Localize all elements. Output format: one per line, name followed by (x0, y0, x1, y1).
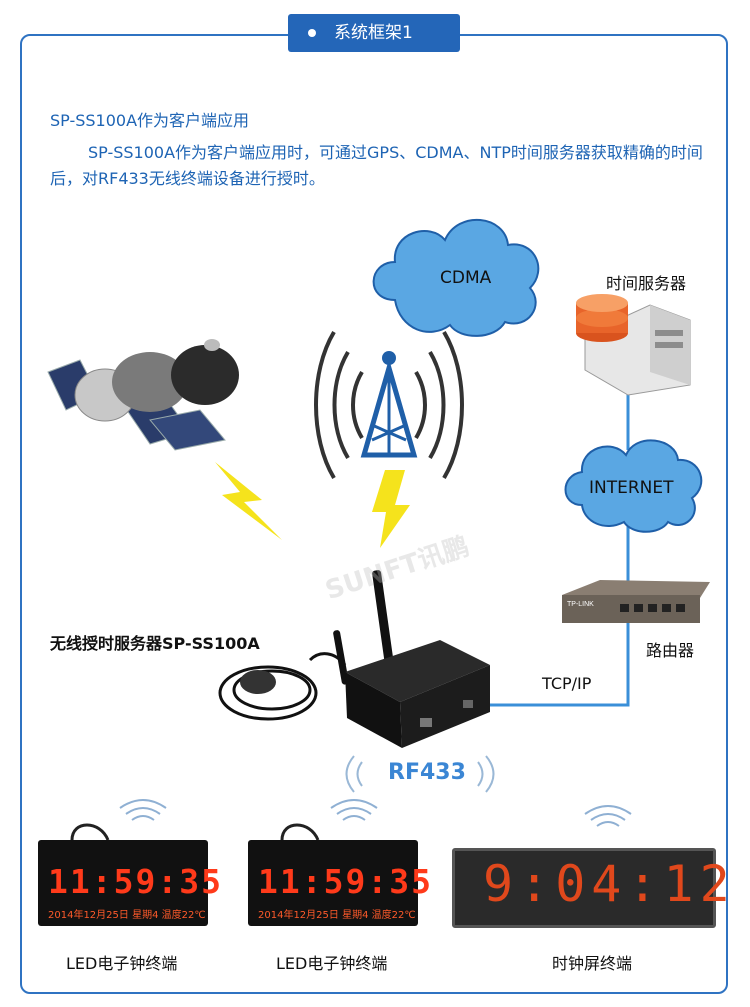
intro-description: SP-SS100A作为客户端应用时，可通过GPS、CDMA、NTP时间服务器获取… (50, 143, 703, 188)
clock-screen-time: 9:04:12 (483, 855, 736, 913)
led-clock-time: 11:59:35 (258, 862, 433, 901)
cdma-cloud-icon (372, 218, 540, 337)
section-title-tab: 系统框架1 (288, 14, 460, 52)
wifi-icon (584, 805, 632, 827)
led-clock-info: 2014年12月25日 星期4 温度22℃ (258, 910, 416, 921)
section-title: 系统框架1 (334, 23, 413, 43)
internet-label: INTERNET (589, 478, 674, 498)
wifi-icon (119, 799, 167, 821)
gps-antenna-icon (218, 652, 347, 721)
led-clock-terminal: 11:59:35 2014年12月25日 星期4 温度22℃ (248, 840, 431, 926)
terminal-label: 时钟屏终端 (552, 954, 633, 973)
bullet-icon (308, 29, 316, 37)
cable-icon (70, 823, 110, 841)
device-label: 无线授时服务器SP-SS100A (50, 634, 260, 653)
terminal-label: LED电子钟终端 (66, 954, 178, 973)
wireless-time-server-icon (333, 570, 490, 748)
cable-icon (280, 823, 320, 841)
cell-tower-icon (314, 330, 464, 480)
time-server-label: 时间服务器 (606, 274, 687, 293)
svg-text:TP-LINK: TP-LINK (567, 601, 594, 608)
wifi-icon (330, 799, 378, 821)
led-clock-terminal: 11:59:35 2014年12月25日 星期4 温度22℃ (38, 840, 221, 926)
intro-subtitle: SP-SS100A作为客户端应用 (50, 111, 250, 130)
clock-screen-terminal: 9:04:12 (452, 848, 730, 928)
cdma-label: CDMA (440, 268, 492, 288)
internet-cloud-icon (564, 439, 703, 533)
connection-lines (490, 385, 630, 707)
router-label: 路由器 (646, 641, 695, 660)
led-clock-info: 2014年12月25日 星期4 温度22℃ (48, 910, 206, 921)
rf433-label: RF433 (388, 760, 466, 785)
router-icon: TP-LINK (562, 580, 710, 623)
rf-wave-icon (345, 755, 495, 793)
time-server-icon (576, 294, 691, 396)
led-clock-time: 11:59:35 (48, 862, 223, 901)
lightning-icon (215, 462, 410, 548)
terminal-label: LED电子钟终端 (276, 954, 388, 973)
satellite-icon (47, 339, 239, 451)
tcpip-label: TCP/IP (542, 674, 592, 693)
